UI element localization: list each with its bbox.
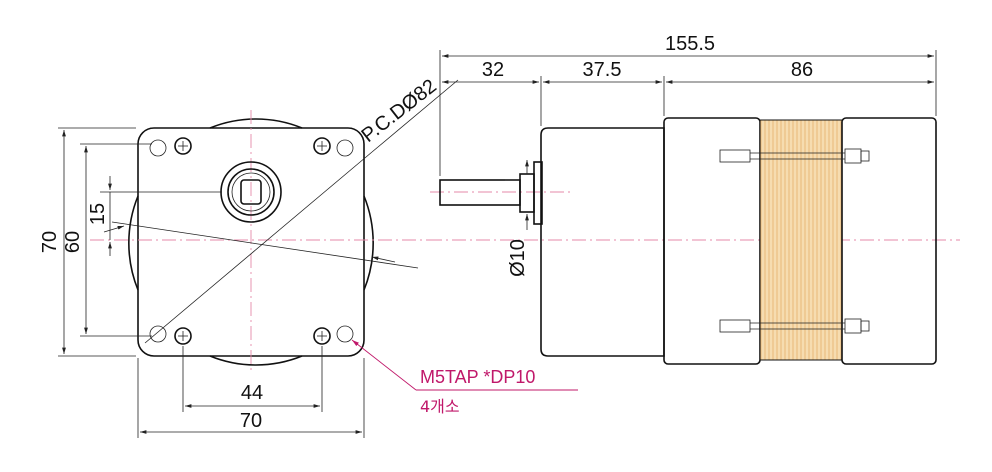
tap-hole [149,325,167,343]
screw-icon [313,327,331,345]
dim-label-width-holes: 44 [241,382,263,404]
callout-leader [351,339,417,391]
side-view: Ø10 155.5 32 37.5 86 [428,33,960,365]
dim-label-gearhead-length: 37.5 [583,59,622,81]
tie-bolt-top [719,148,870,164]
pcd-diagonal [144,151,373,344]
screw-icon [174,137,192,155]
dim-label-height-outer: 70 [39,231,61,253]
output-shaft [439,179,521,206]
gearhead-body [540,127,665,357]
tap-hole [336,139,354,157]
pcd-arrow-left [103,225,125,233]
flange-arc-top [209,118,303,129]
stator-windings [759,119,843,361]
dim-label-shaft-dia: Ø10 [507,239,529,277]
screw-icon [313,137,331,155]
screw-icon [174,327,192,345]
boss-middle [227,168,275,216]
front-view: 70 60 15 44 70 P.C.DØ82 M5TAP *DP10 4개소 [39,75,578,438]
shaft-end [240,179,262,205]
motor-front-flange [663,117,761,365]
dim-label-motor-length: 86 [791,59,813,81]
flange-arc-bottom [209,355,303,366]
dim-label-offset: 15 [87,203,109,225]
dim-label-shaft-length: 32 [482,59,504,81]
tie-bolt-bottom [719,318,870,334]
shaft-washer [533,161,543,225]
offset-line [111,221,419,269]
pcd-label: P.C.DØ82 [358,75,441,147]
flange-arc-right [363,195,374,291]
pcd-arrow-right [371,256,396,263]
tap-hole [336,325,354,343]
dim-label-total-length: 155.5 [665,33,715,55]
dim-label-width-outer: 70 [240,410,262,432]
dim-label-height-inner: 60 [62,231,84,253]
pcd-leader [371,79,459,153]
callout-tap: M5TAP *DP10 [420,367,535,387]
boss-inner [231,172,271,212]
shaft-collar [519,173,535,213]
tap-hole [149,139,167,157]
flange-arc-left [128,195,139,291]
callout-qty: 4개소 [420,397,460,416]
motor-rear-cap [841,117,937,365]
